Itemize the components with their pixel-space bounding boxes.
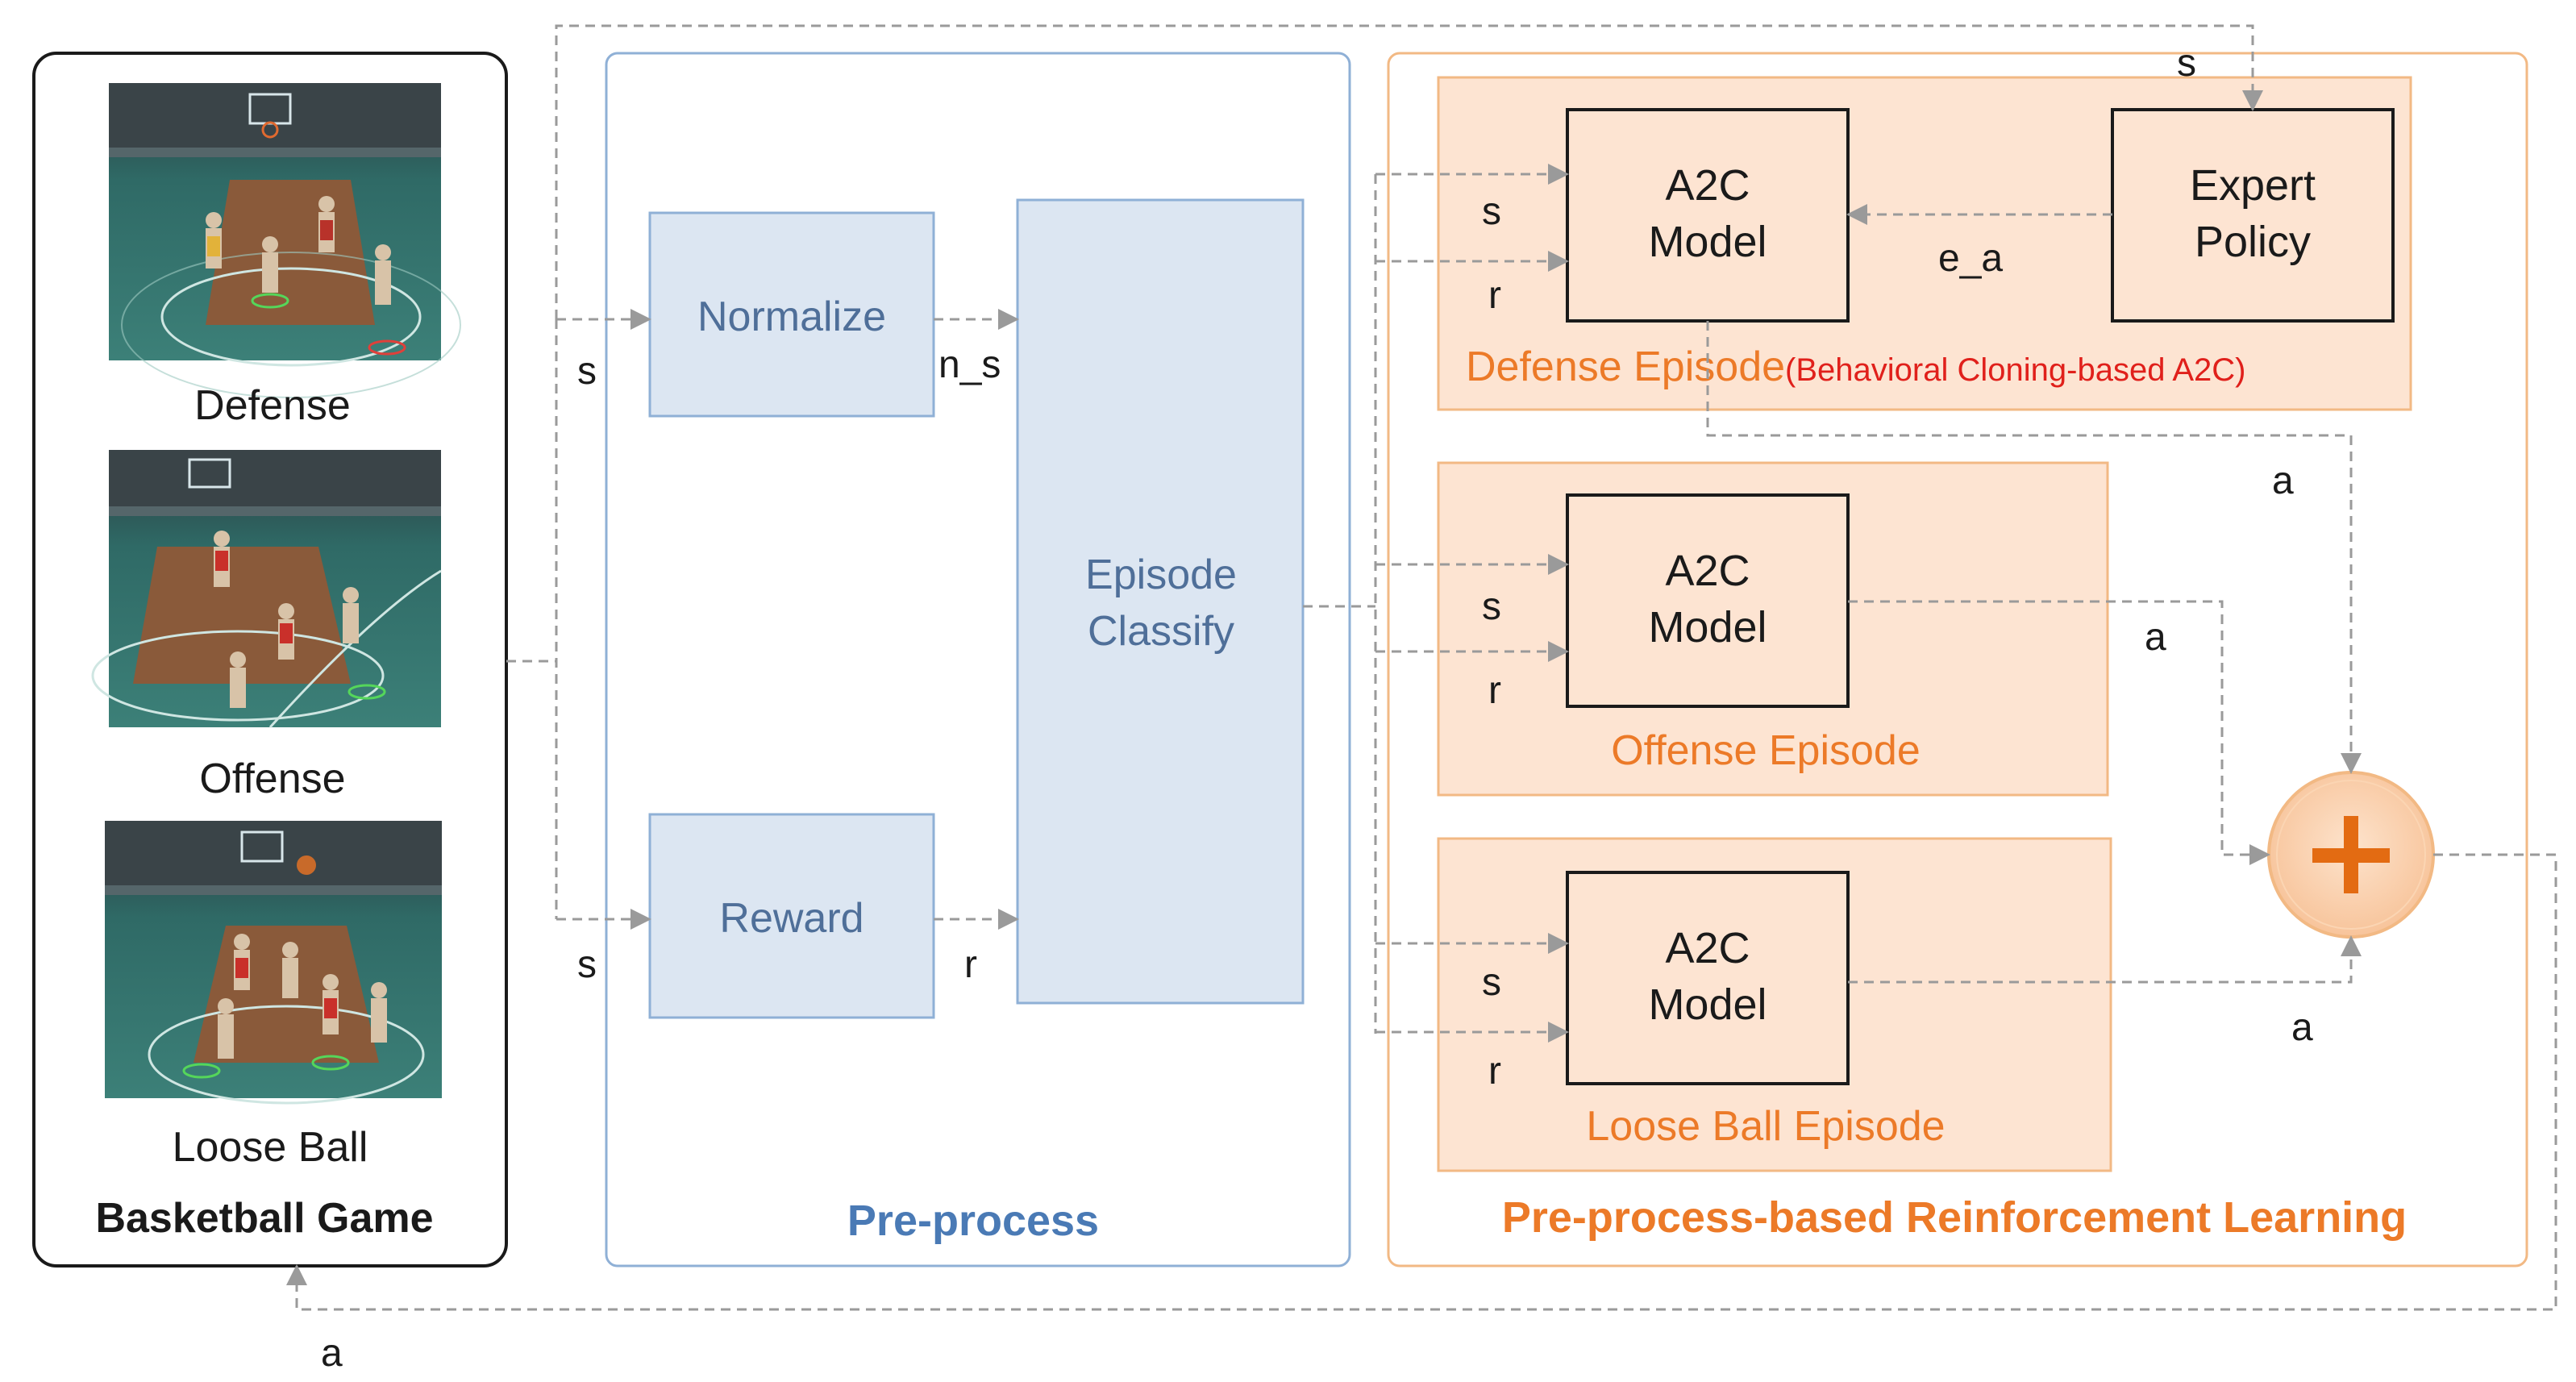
reward-label: Reward (719, 895, 864, 942)
defense-a2c-model-line1: A2C (1665, 161, 1750, 210)
loose-ball-screenshot (105, 821, 442, 1105)
offense-a2c-model-line2: Model (1648, 603, 1767, 651)
basketball-game-panel (32, 52, 508, 1268)
loose-ball-a2c-model-line2: Model (1648, 980, 1767, 1029)
expert-policy-line1: Expert (2190, 161, 2316, 210)
offense-screenshot (91, 450, 442, 729)
loose-ball-a2c-model-box (1566, 871, 1850, 1085)
connectors (286, 24, 2557, 1311)
rl-title: Pre-process-based Reinforcement Learning (1502, 1193, 2407, 1242)
loose-ball-episode-label: Loose Ball Episode (1586, 1103, 1945, 1150)
expert-policy-line2: Policy (2195, 218, 2311, 266)
signal-r-reward: r (964, 943, 977, 986)
defense-episode-name: Defense Episode (1466, 343, 1785, 390)
defense-episode-label: Defense Episode(Behavioral Cloning-based… (1466, 343, 2245, 390)
signal-a-loose: a (2291, 1006, 2313, 1049)
signal-s-offense: s (1482, 585, 1501, 628)
plus-icon (2312, 816, 2390, 893)
signal-r-loose: r (1488, 1050, 1501, 1093)
signal-a-offense: a (2145, 616, 2166, 659)
preprocess-panel (605, 52, 1351, 1268)
offense-a2c-model-line1: A2C (1665, 547, 1750, 595)
offense-a2c-model-box (1566, 493, 1850, 708)
preprocess-title: Pre-process (847, 1197, 1099, 1245)
signal-s-loose: s (1482, 961, 1501, 1004)
defense-screenshot (109, 83, 461, 398)
signal-s-normalize: s (577, 350, 597, 393)
defense-screenshot-label: Defense (194, 382, 351, 429)
signal-labels: s s n_s r s s r e_a a s r a s r a a (321, 42, 2313, 1375)
episode-classify-label-line1: Episode (1085, 552, 1237, 598)
signal-r-defense: r (1488, 274, 1501, 317)
defense-a2c-model-box (1566, 108, 1850, 323)
offense-screenshot-label: Offense (199, 756, 345, 802)
signal-s-defense: s (1482, 190, 1501, 233)
signal-a-defense: a (2272, 460, 2294, 502)
loose-ball-a2c-model-line1: A2C (1665, 924, 1750, 972)
offense-episode-label: Offense Episode (1611, 727, 1921, 774)
episode-classify-label-line2: Classify (1088, 608, 1234, 655)
defense-episode-note: (Behavioral Cloning-based A2C) (1785, 352, 2245, 388)
expert-policy-box (2111, 108, 2395, 323)
signal-s-expert: s (2177, 42, 2196, 85)
basketball-game-title: Basketball Game (95, 1195, 433, 1242)
reinforcement-learning-panel (1387, 52, 2528, 1268)
defense-a2c-model-line2: Model (1648, 218, 1767, 266)
reward-box (648, 813, 935, 1019)
signal-n-s: n_s (938, 343, 1001, 386)
sum-node (2267, 771, 2435, 939)
signal-a-feedback: a (321, 1332, 343, 1375)
normalize-box (648, 211, 935, 418)
loose-ball-screenshot-label: Loose Ball (173, 1124, 368, 1171)
normalize-label: Normalize (697, 293, 886, 340)
signal-s-reward: s (577, 943, 597, 986)
signal-e-a: e_a (1938, 237, 2003, 280)
signal-r-offense: r (1488, 669, 1501, 712)
episode-classify-box (1016, 198, 1305, 1005)
